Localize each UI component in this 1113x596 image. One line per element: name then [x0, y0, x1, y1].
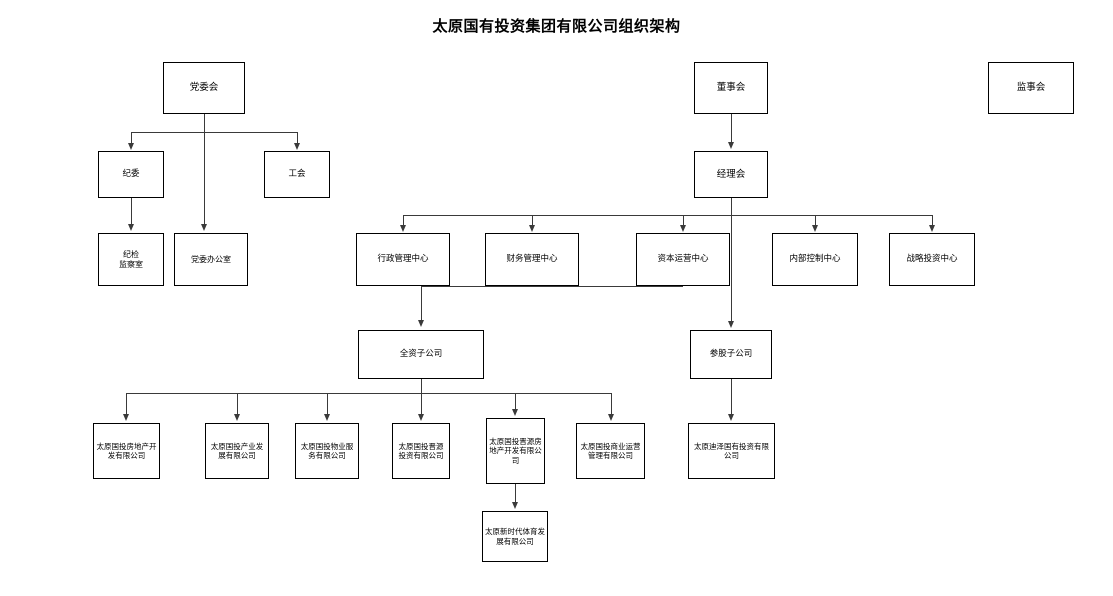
node-sub-new-era-sports-label: 太原新时代体育发展有限公司: [485, 527, 545, 546]
arrow-to-sub-jinyuan-real-estate: [511, 409, 518, 416]
node-discipline-committee-label: 纪委: [122, 169, 140, 180]
node-equity-subsidiaries-label: 参股子公司: [709, 349, 753, 360]
node-party-committee-office[interactable]: 党委办公室: [174, 233, 248, 286]
arrow-to-internal-control-center: [811, 225, 818, 232]
node-finance-center-label: 财务管理中心: [506, 254, 558, 265]
node-sub-jinyuan-investment-label: 太原国投晋源投资有限公司: [398, 441, 444, 460]
node-sub-commercial-operation[interactable]: 太原国投商业运营管理有限公司: [576, 423, 645, 479]
node-finance-center[interactable]: 财务管理中心: [485, 233, 579, 286]
node-party-committee-label: 党委会: [189, 82, 219, 94]
edge-centers-bus: [403, 215, 932, 216]
node-admin-center[interactable]: 行政管理中心: [356, 233, 450, 286]
edge-to-strategic-investment-center: [932, 215, 933, 226]
arrow-to-capital-operation-center: [679, 225, 686, 232]
node-internal-control-center-label: 内部控制中心: [789, 254, 841, 265]
node-party-committee-office-label: 党委办公室: [191, 254, 231, 264]
arrow-to-sub-dize: [727, 414, 734, 421]
node-sub-industry-dev[interactable]: 太原国投产业发展有限公司: [205, 423, 269, 479]
edge-to-management-board: [731, 114, 732, 143]
node-sub-dize-label: 太原迪泽国有投资有限公司: [694, 441, 769, 460]
edge-capital-center-link: [421, 286, 683, 287]
edge-to-admin-center: [403, 215, 404, 226]
node-wholly-owned-subsidiaries[interactable]: 全资子公司: [358, 330, 484, 379]
edge-to-discipline-inspection-office: [131, 198, 132, 225]
node-strategic-investment-center-label: 战略投资中心: [906, 254, 958, 265]
edge-to-sub-jinyuan-investment: [421, 393, 422, 415]
edge-to-wholly-owned-subsidiaries: [421, 286, 422, 321]
node-strategic-investment-center[interactable]: 战略投资中心: [889, 233, 975, 286]
arrow-to-equity-subsidiaries: [727, 321, 734, 328]
node-sub-jinyuan-real-estate[interactable]: 太原国投晋源房地产开发有限公司: [486, 418, 545, 484]
node-admin-center-label: 行政管理中心: [377, 254, 429, 265]
node-discipline-inspection-office-label: 纪检 监察室: [119, 249, 143, 269]
node-sub-real-estate-label: 太原国投房地产开发有限公司: [96, 441, 157, 460]
edge-management-board-stem: [731, 198, 732, 215]
node-sub-property-service-label: 太原国投物业服务有限公司: [300, 441, 354, 460]
arrow-to-sub-industry-dev: [233, 414, 240, 421]
edge-wholly-owned-stem: [421, 379, 422, 393]
node-equity-subsidiaries[interactable]: 参股子公司: [690, 330, 772, 379]
edge-to-sub-new-era-sports: [515, 484, 516, 503]
edge-to-capital-operation-center: [683, 215, 684, 226]
node-board-of-directors[interactable]: 董事会: [694, 62, 768, 114]
node-management-board[interactable]: 经理会: [694, 151, 768, 198]
edge-to-sub-property-service: [327, 393, 328, 415]
node-sub-jinyuan-real-estate-label: 太原国投晋源房地产开发有限公司: [489, 436, 542, 465]
arrow-to-sub-property-service: [323, 414, 330, 421]
edge-to-sub-commercial-operation: [611, 393, 612, 415]
edge-party-committee-bus: [131, 132, 297, 133]
node-board-of-directors-label: 董事会: [716, 82, 746, 94]
edge-to-finance-center: [532, 215, 533, 226]
edge-to-internal-control-center: [815, 215, 816, 226]
node-wholly-owned-subsidiaries-label: 全资子公司: [399, 349, 443, 360]
node-board-of-supervisors[interactable]: 监事会: [988, 62, 1074, 114]
node-management-board-label: 经理会: [716, 168, 746, 180]
node-sub-dize[interactable]: 太原迪泽国有投资有限公司: [688, 423, 775, 479]
page-title: 太原国有投资集团有限公司组织架构: [432, 17, 681, 35]
node-party-committee[interactable]: 党委会: [163, 62, 245, 114]
edge-to-labor-union: [297, 132, 298, 144]
node-sub-jinyuan-investment[interactable]: 太原国投晋源投资有限公司: [392, 423, 450, 479]
arrow-to-strategic-investment-center: [928, 225, 935, 232]
arrow-to-sub-jinyuan-investment: [417, 414, 424, 421]
node-internal-control-center[interactable]: 内部控制中心: [772, 233, 858, 286]
node-discipline-committee[interactable]: 纪委: [98, 151, 164, 198]
arrow-to-admin-center: [399, 225, 406, 232]
edge-to-party-committee-office: [204, 132, 205, 225]
node-capital-operation-center[interactable]: 资本运营中心: [636, 233, 730, 286]
node-capital-operation-center-label: 资本运营中心: [657, 254, 709, 265]
arrow-to-finance-center: [528, 225, 535, 232]
arrow-to-sub-commercial-operation: [607, 414, 614, 421]
edge-to-equity-subsidiaries: [731, 215, 732, 322]
arrow-to-sub-new-era-sports: [511, 502, 518, 509]
arrow-to-discipline-committee: [127, 143, 134, 150]
arrow-to-management-board: [727, 142, 734, 149]
edge-party-committee-stem: [204, 114, 205, 132]
edge-subsidiaries-bus: [126, 393, 611, 394]
node-sub-real-estate[interactable]: 太原国投房地产开发有限公司: [93, 423, 160, 479]
edge-to-discipline-committee: [131, 132, 132, 144]
edge-to-sub-real-estate: [126, 393, 127, 415]
node-labor-union[interactable]: 工会: [264, 151, 330, 198]
edge-to-sub-jinyuan-real-estate: [515, 393, 516, 410]
arrow-to-labor-union: [293, 143, 300, 150]
node-labor-union-label: 工会: [288, 169, 306, 180]
edge-to-sub-industry-dev: [237, 393, 238, 415]
node-sub-industry-dev-label: 太原国投产业发展有限公司: [210, 441, 264, 460]
arrow-to-sub-real-estate: [122, 414, 129, 421]
node-board-of-supervisors-label: 监事会: [1016, 82, 1046, 94]
arrow-to-wholly-owned-subsidiaries: [417, 320, 424, 327]
edge-to-sub-dize: [731, 379, 732, 415]
node-sub-new-era-sports[interactable]: 太原新时代体育发展有限公司: [482, 511, 548, 562]
node-sub-commercial-operation-label: 太原国投商业运营管理有限公司: [580, 441, 641, 460]
node-discipline-inspection-office[interactable]: 纪检 监察室: [98, 233, 164, 286]
arrow-to-party-committee-office: [200, 224, 207, 231]
arrow-to-discipline-inspection-office: [127, 224, 134, 231]
node-sub-property-service[interactable]: 太原国投物业服务有限公司: [295, 423, 359, 479]
